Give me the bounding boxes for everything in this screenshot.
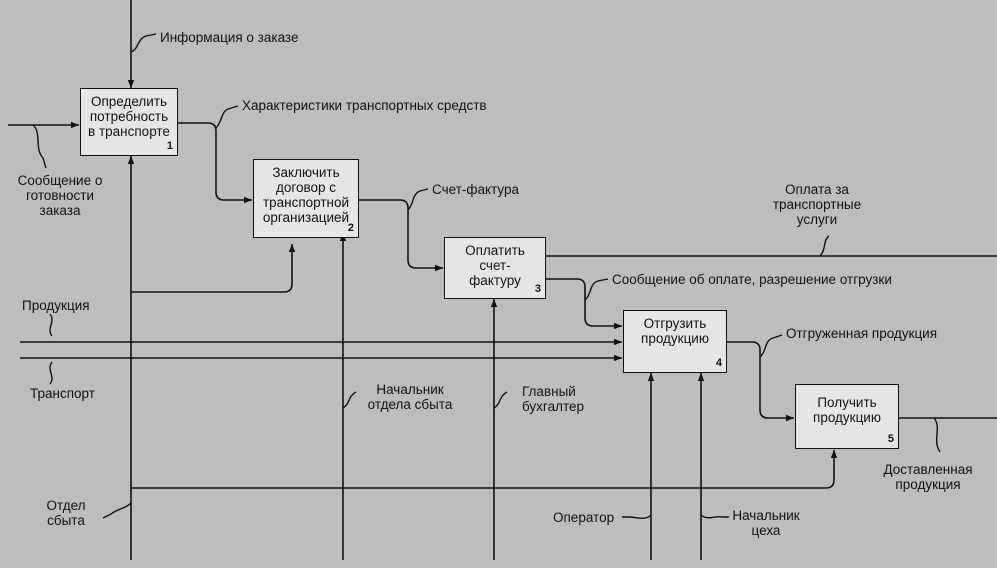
label-transport: Транспорт: [30, 386, 95, 401]
function-title-1: Определить потребность в транспорте: [88, 94, 170, 139]
label-delivered-product: Доставленная продукция: [883, 462, 973, 492]
function-number-5: 5: [887, 433, 894, 445]
label-order-info: Информация о заказе: [160, 30, 299, 45]
label-shop-head: Начальник цеха: [732, 508, 800, 538]
label-operator: Оператор: [553, 510, 615, 525]
squiggle-shipped-product: [759, 334, 783, 358]
function-box-5[interactable]: Получить продукцию 5: [795, 384, 899, 449]
function-number-3: 3: [534, 283, 541, 295]
label-product: Продукция: [22, 298, 90, 313]
function-title-5: Получить продукцию: [813, 395, 881, 425]
squiggle-order-ready: [32, 124, 47, 169]
arrow-vehicle-specs: [177, 122, 252, 204]
arrow-sales-dept-to-box2: [131, 244, 296, 293]
function-title-2: Заключить договор с транспортной организ…: [262, 165, 350, 225]
squiggle-order-info: [130, 33, 157, 53]
label-sales-dept: Отдел сбыта: [46, 498, 86, 528]
squiggle-invoice: [407, 188, 429, 211]
label-invoice: Счет-фактура: [432, 182, 519, 197]
arrow-shipped-product: [726, 341, 794, 422]
label-payment-msg: Сообщение об оплате, разрешение отгрузки: [612, 272, 892, 287]
function-number-4: 4: [715, 357, 722, 369]
squiggle-chief-accountant: [493, 391, 508, 409]
arrow-invoice: [358, 199, 443, 272]
label-sales-head: Начальник отдела сбыта: [367, 382, 453, 412]
squiggle-product: [49, 313, 53, 337]
function-box-3[interactable]: Оплатить счет-фактуру 3: [444, 237, 546, 299]
squiggle-vehicle-specs: [215, 105, 239, 129]
label-chief-accountant: Главный бухгалтер: [522, 384, 584, 414]
squiggle-sales-dept: [102, 502, 132, 519]
squiggle-transport-payment: [819, 235, 830, 257]
squiggle-operator: [622, 514, 652, 519]
function-box-2[interactable]: Заключить договор с транспортной организ…: [253, 159, 359, 238]
arrow-payment-msg: [545, 278, 622, 330]
squiggle-sales-head: [342, 391, 357, 409]
squiggle-shop-head: [700, 514, 729, 519]
arrow-sales-dept-to-box5: [131, 450, 838, 489]
squiggle-delivered-product: [933, 417, 941, 453]
function-box-1[interactable]: Определить потребность в транспорте 1: [80, 88, 178, 156]
function-title-4: Отгрузить продукцию: [641, 316, 709, 346]
squiggle-payment-msg: [584, 278, 609, 301]
label-vehicle-specs: Характеристики транспортных средств: [242, 98, 487, 113]
function-number-2: 2: [347, 222, 354, 234]
label-order-ready: Сообщение о готовности заказа: [17, 173, 103, 218]
function-box-4[interactable]: Отгрузить продукцию 4: [623, 310, 727, 373]
function-number-1: 1: [166, 140, 173, 152]
function-title-3: Оплатить счет-фактуру: [465, 243, 525, 288]
label-shipped-product: Отгруженная продукция: [786, 326, 938, 341]
squiggle-transport: [49, 361, 53, 385]
label-transport-payment: Оплата за транспортные услуги: [772, 182, 862, 227]
